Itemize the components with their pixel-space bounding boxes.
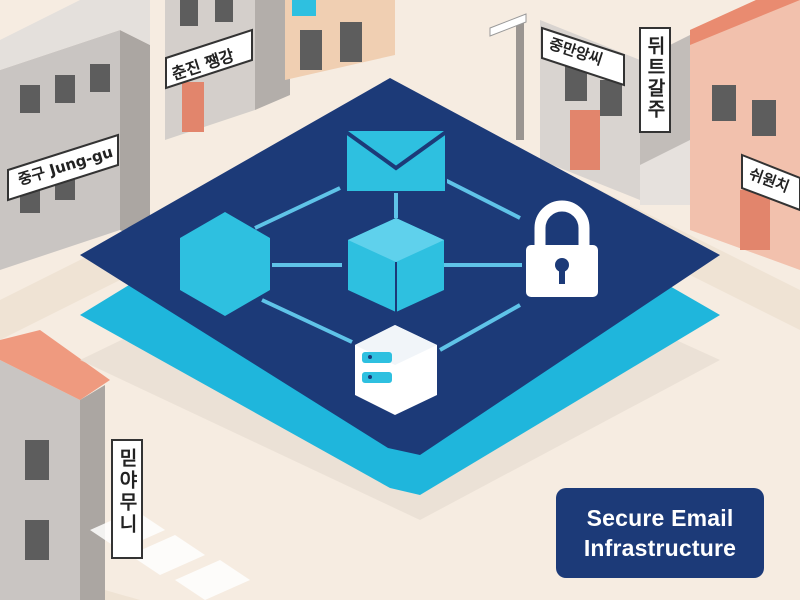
sign-vertical-left-text: 믿야무니 xyxy=(116,448,138,536)
street-pole xyxy=(516,20,524,140)
sign-shop-right: 중만앙씨 xyxy=(541,26,625,87)
envelope-icon xyxy=(344,129,448,193)
building-top-left xyxy=(0,0,150,270)
sign-vertical-right: 뒤트갈주 xyxy=(639,27,671,133)
street-sign xyxy=(489,13,527,37)
building-top-middle xyxy=(165,0,395,140)
network-connectors xyxy=(254,178,522,352)
title-badge: Secure Email Infrastructure xyxy=(556,488,764,578)
package-box-icon xyxy=(348,218,444,312)
sign-vertical-right-text: 뒤트갈주 xyxy=(644,36,666,120)
title-badge-line1: Secure Email xyxy=(586,505,734,531)
building-bottom-left xyxy=(0,330,110,600)
padlock-icon xyxy=(526,200,598,297)
server-icon xyxy=(355,325,437,415)
hexagon-node-icon xyxy=(180,212,270,316)
title-badge-line2: Infrastructure xyxy=(583,535,737,561)
sign-vertical-left: 믿야무니 xyxy=(111,439,143,559)
